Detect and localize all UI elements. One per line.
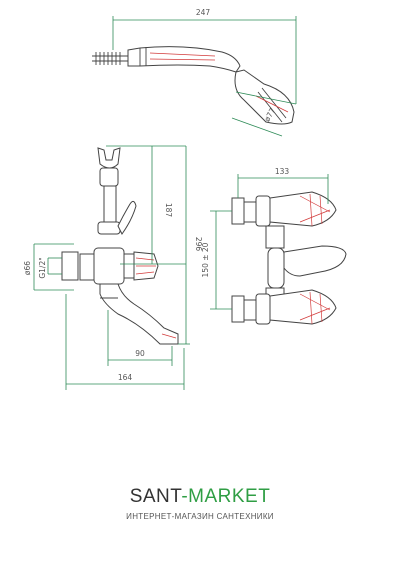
hand-shower (92, 46, 295, 125)
dim-handles-width: 133 (275, 167, 290, 176)
brand-name-part2: -MARKET (181, 486, 271, 507)
dim-spout-reach: 90 (135, 349, 145, 358)
dimension-lines (33, 16, 329, 390)
brand-name: SANT-MARKET (0, 486, 400, 508)
dim-inlet-centers: 150 ± 20 (201, 242, 210, 277)
brand-logo: SANT-MARKET ИНТЕРНЕТ-МАГАЗИН САНТЕХНИКИ (0, 486, 400, 521)
dim-shower-holder-height: 187 (164, 203, 173, 218)
front-view (231, 191, 347, 325)
dim-inlet-thread: G1/2" (38, 257, 47, 278)
side-view (61, 147, 179, 345)
brand-name-part1: SANT (129, 486, 182, 507)
brand-subtitle: ИНТЕРНЕТ-МАГАЗИН САНТЕХНИКИ (126, 512, 274, 521)
technical-drawing: 247 ø77 187 296 ø66 G1/2" 90 164 133 150… (23, 8, 347, 390)
dim-total-depth: 164 (118, 373, 133, 382)
dim-total-height: 296 (194, 237, 203, 252)
dim-hand-shower-length: 247 (196, 8, 211, 17)
dim-outlet-diameter: ø66 (23, 261, 32, 275)
dimension-labels: 247 ø77 187 296 ø66 G1/2" 90 164 133 150… (23, 8, 289, 382)
